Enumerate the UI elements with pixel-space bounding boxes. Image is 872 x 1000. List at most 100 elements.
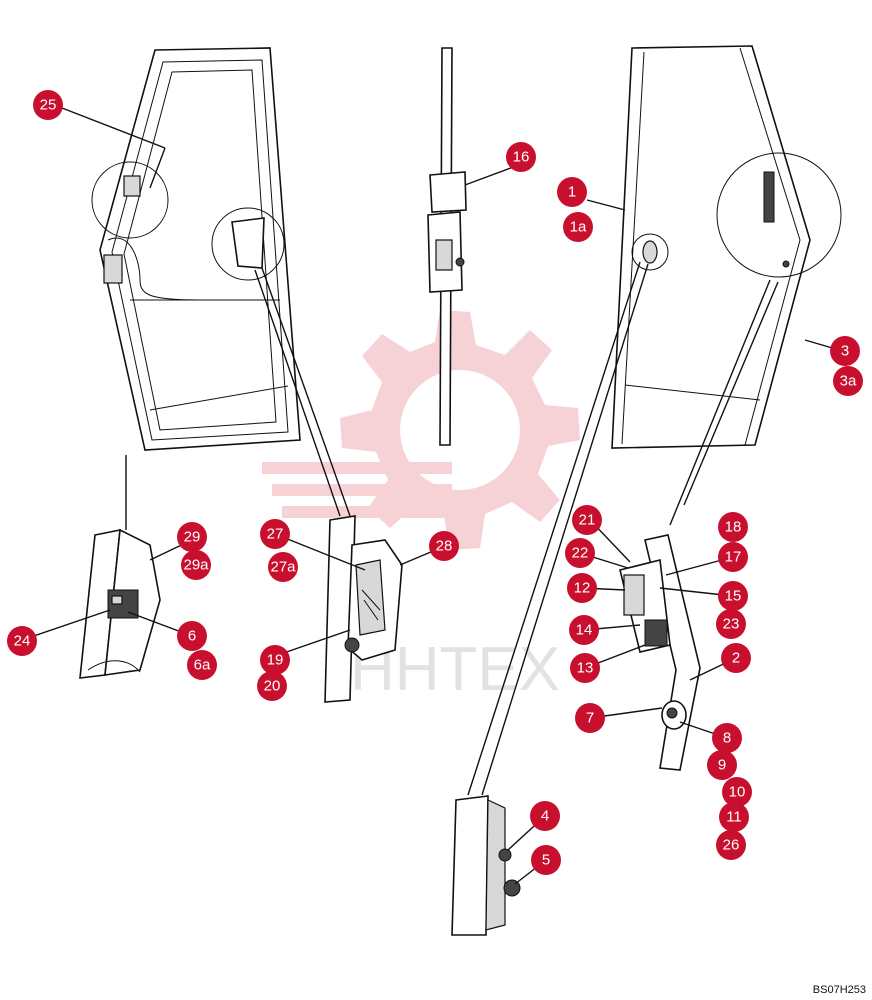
callout-6: 6	[177, 621, 207, 651]
callout-badge	[833, 366, 863, 396]
callout-label: 15	[725, 588, 742, 605]
callout-label: 7	[586, 710, 594, 727]
callout-badge	[722, 777, 752, 807]
callout-badge	[506, 142, 536, 172]
callout-badge	[716, 830, 746, 860]
callout-badge	[565, 538, 595, 568]
outside-handle-detail	[324, 515, 403, 703]
callout-2: 2	[721, 643, 751, 673]
watermark: HHTEX	[262, 310, 580, 704]
callout-badge	[268, 552, 298, 582]
callout-label: 3	[841, 343, 849, 360]
callout-badge	[721, 643, 751, 673]
callout-label: 1a	[570, 219, 587, 236]
callout-22: 22	[565, 538, 595, 568]
callout-label: 10	[729, 784, 746, 801]
callout-7: 7	[575, 703, 605, 733]
callout-label: 14	[576, 622, 593, 639]
callout-8: 8	[712, 723, 742, 753]
callout-badge	[719, 802, 749, 832]
callout-label: 5	[542, 852, 550, 869]
callout-17: 17	[718, 542, 748, 572]
callout-9: 9	[707, 750, 737, 780]
interior-handle-detail	[79, 528, 161, 679]
callout-badge	[570, 653, 600, 683]
callout-badge	[177, 522, 207, 552]
callout-label: 6a	[194, 657, 211, 674]
callout-badge	[33, 90, 63, 120]
door-panel-right	[611, 45, 842, 449]
callout-badge	[563, 212, 593, 242]
callout-label: 2	[732, 650, 740, 667]
callout-3: 3	[830, 336, 860, 366]
callout-1a: 1a	[563, 212, 593, 242]
callout-label: 13	[577, 660, 594, 677]
callout-label: 11	[726, 809, 742, 826]
callout-29: 29	[177, 522, 207, 552]
callout-badge	[567, 573, 597, 603]
callout-label: 29a	[183, 557, 209, 574]
callout-23: 23	[716, 609, 746, 639]
callout-label: 20	[264, 678, 281, 695]
callout-4: 4	[530, 801, 560, 831]
callout-badge	[429, 531, 459, 561]
callout-label: 22	[572, 545, 589, 562]
callout-badge	[716, 609, 746, 639]
callout-11: 11	[719, 802, 749, 832]
callout-24: 24	[7, 626, 37, 656]
callout-16: 16	[506, 142, 536, 172]
callout-13: 13	[570, 653, 600, 683]
callout-1: 1	[557, 177, 587, 207]
drawing-code: BS07H253	[812, 984, 866, 996]
callout-badge	[718, 542, 748, 572]
callout-14: 14	[569, 615, 599, 645]
watermark-gear-icon	[262, 310, 580, 550]
callout-label: 26	[723, 837, 740, 854]
callout-5: 5	[531, 845, 561, 875]
callout-label: 18	[725, 519, 742, 536]
connector-lines	[125, 261, 779, 796]
lock-assembly-detail	[619, 534, 701, 771]
callout-label: 28	[436, 538, 453, 555]
callout-layer: 11a233a4566a7891011121314151617181920212…	[7, 90, 863, 875]
callout-badge	[718, 512, 748, 542]
callout-badge	[572, 505, 602, 535]
callout-badge	[718, 581, 748, 611]
callout-label: 27	[267, 526, 284, 543]
callout-badge	[557, 177, 587, 207]
callout-27: 27	[260, 519, 290, 549]
callout-label: 1	[568, 184, 576, 201]
callout-badge	[177, 621, 207, 651]
striker-detail	[451, 795, 521, 936]
callout-10: 10	[722, 777, 752, 807]
callout-label: 17	[725, 549, 742, 566]
callout-label: 21	[579, 512, 596, 529]
callout-18: 18	[718, 512, 748, 542]
callout-3a: 3a	[833, 366, 863, 396]
callout-20: 20	[257, 671, 287, 701]
door-frame-left	[91, 47, 301, 451]
callout-badge	[187, 650, 217, 680]
callout-19: 19	[260, 645, 290, 675]
callout-badge	[830, 336, 860, 366]
callout-6a: 6a	[187, 650, 217, 680]
callout-badge	[181, 550, 211, 580]
callout-label: 4	[541, 808, 549, 825]
callout-label: 19	[267, 652, 284, 669]
callout-badge	[712, 723, 742, 753]
callout-label: 9	[718, 757, 726, 774]
callout-12: 12	[567, 573, 597, 603]
callout-badge	[531, 845, 561, 875]
callout-25: 25	[33, 90, 63, 120]
callout-29a: 29a	[181, 550, 211, 580]
callout-15: 15	[718, 581, 748, 611]
callout-badge	[575, 703, 605, 733]
callout-label: 25	[40, 97, 57, 114]
callout-badge	[7, 626, 37, 656]
callout-27a: 27a	[268, 552, 298, 582]
callout-label: 29	[184, 529, 201, 546]
callout-28: 28	[429, 531, 459, 561]
callout-label: 24	[14, 633, 31, 650]
callout-badge	[260, 519, 290, 549]
